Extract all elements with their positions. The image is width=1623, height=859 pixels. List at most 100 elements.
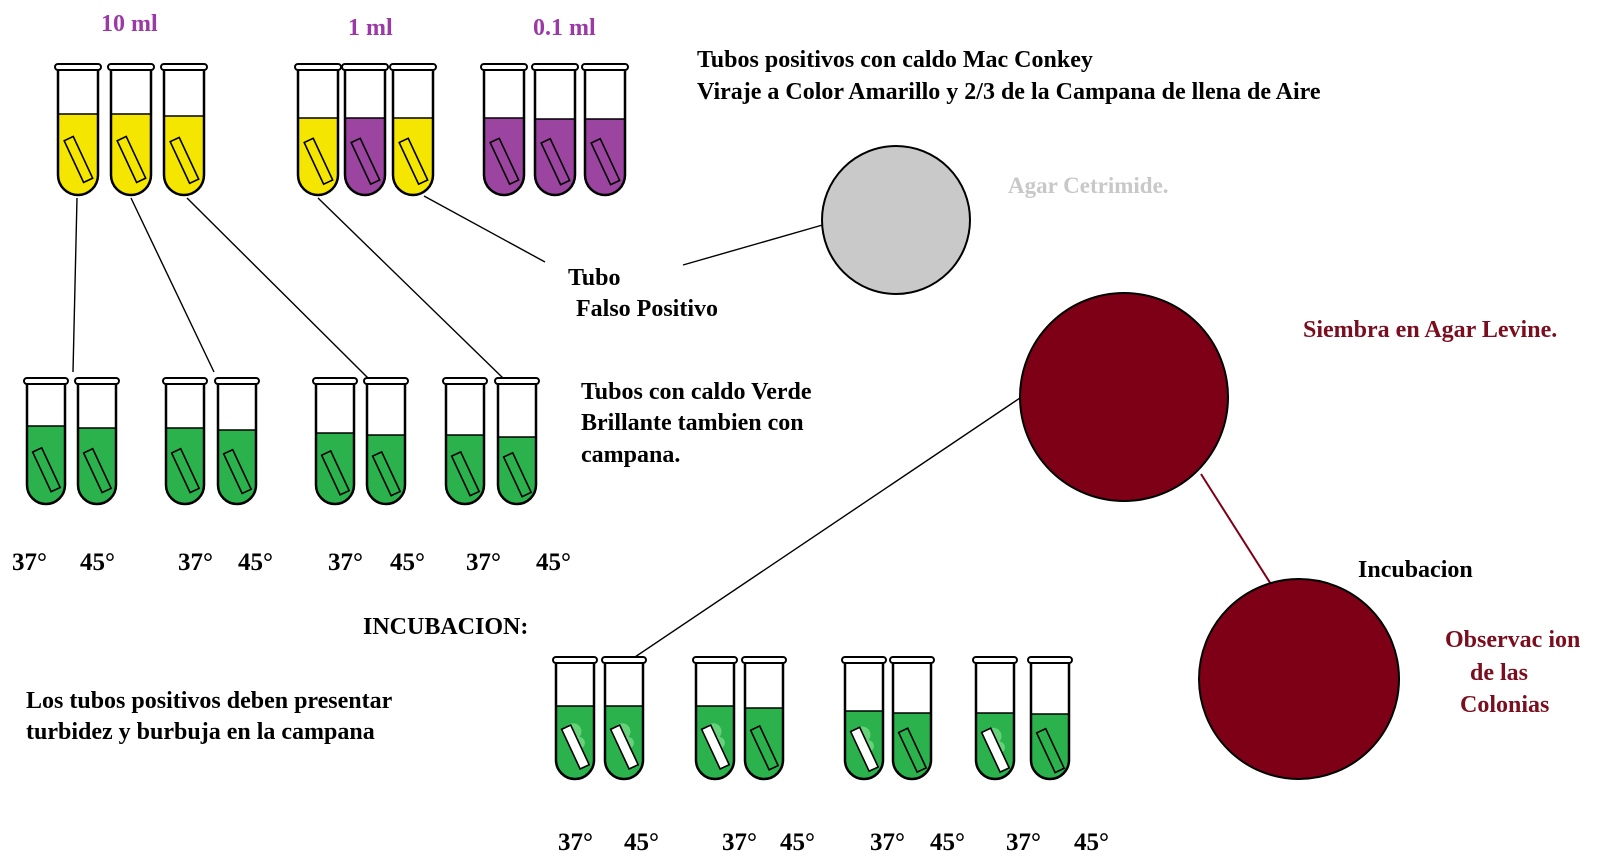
tube-liquid xyxy=(78,428,116,504)
tube-outline xyxy=(365,382,407,506)
durham-tube xyxy=(82,447,113,494)
tube-rim xyxy=(480,63,528,71)
tube-outline xyxy=(56,68,100,197)
tube-outline xyxy=(164,382,206,506)
test-tube xyxy=(531,63,579,197)
temp-label: 37° xyxy=(558,829,593,856)
tube-rim xyxy=(741,656,787,664)
petri-plates xyxy=(821,145,1400,780)
durham-tube xyxy=(116,135,147,184)
temp-label: 37° xyxy=(466,549,501,576)
durham-tube xyxy=(849,726,880,773)
durham-tube xyxy=(170,447,201,494)
tube-outline xyxy=(109,68,153,197)
temp-label: 37° xyxy=(178,549,213,576)
tube-outline xyxy=(974,661,1016,781)
temp-label: 37° xyxy=(328,549,363,576)
tube-liquid xyxy=(218,430,256,504)
test-tubes xyxy=(23,63,1073,781)
tube-liquid xyxy=(27,426,65,504)
connector-line xyxy=(317,197,506,381)
connector-lines xyxy=(72,195,1275,660)
temp-label: 45° xyxy=(624,829,659,856)
tube-outline xyxy=(533,68,577,197)
tube-outline xyxy=(1029,661,1071,781)
tube-rim xyxy=(552,656,598,664)
tube-outline xyxy=(583,68,627,197)
falso-positivo-line1: Tubo xyxy=(568,265,621,291)
connector-line xyxy=(186,197,369,379)
tube-liquid xyxy=(484,118,524,195)
temp-label: 37° xyxy=(870,829,905,856)
durham-tube xyxy=(489,137,520,186)
test-tube xyxy=(312,377,358,506)
durham-tube xyxy=(980,727,1011,774)
tube-outline xyxy=(391,68,435,197)
observacion-line1: Observac ion xyxy=(1445,627,1581,653)
tube-rim xyxy=(972,656,1018,664)
tube-outline xyxy=(496,382,538,506)
agar-cetrimide-label: Agar Cetrimide. xyxy=(1008,173,1169,198)
temp-label: 45° xyxy=(536,549,571,576)
header-01ml: 0.1 ml xyxy=(533,15,596,41)
tube-rim xyxy=(692,656,738,664)
tube-outline xyxy=(603,661,645,781)
test-tube xyxy=(741,656,787,781)
tube-outline xyxy=(162,68,206,197)
mac-conkey-line2: Viraje a Color Amarillo y 2/3 de la Camp… xyxy=(697,79,1321,105)
falso-positivo-line2: Falso Positivo xyxy=(570,296,718,322)
tube-rim xyxy=(494,377,540,385)
durham-tube xyxy=(560,724,591,770)
test-tube xyxy=(552,656,598,781)
tube-rim xyxy=(1027,656,1073,664)
observacion-line2: de las xyxy=(1470,660,1529,686)
test-tube xyxy=(54,63,102,197)
temp-label: 37° xyxy=(722,829,757,856)
tube-rim xyxy=(162,377,208,385)
test-tube xyxy=(442,377,488,506)
test-tube xyxy=(494,377,540,506)
tube-liquid xyxy=(111,114,151,195)
tube-rim xyxy=(841,656,887,664)
tube-rim xyxy=(74,377,120,385)
incubacion-title: INCUBACION: xyxy=(363,614,529,640)
positivos-line2: turbidez y burbuja en la campana xyxy=(26,719,375,745)
temp-label: 37° xyxy=(12,549,47,576)
verde-line1: Tubos con caldo Verde xyxy=(581,379,812,405)
durham-tube xyxy=(320,449,351,496)
test-tube xyxy=(581,63,629,197)
test-tube xyxy=(160,63,208,197)
test-tube xyxy=(363,377,409,506)
tube-liquid xyxy=(164,116,204,195)
tube-outline xyxy=(25,382,67,506)
tube-outline xyxy=(482,68,526,197)
temp-label: 45° xyxy=(80,549,115,576)
tube-liquid xyxy=(166,428,204,504)
tube-liquid xyxy=(345,118,385,195)
test-tube xyxy=(294,63,342,197)
tube-rim xyxy=(389,63,437,71)
temp-label: 45° xyxy=(930,829,965,856)
temp-label: 37° xyxy=(1006,829,1041,856)
tube-outline xyxy=(694,661,736,781)
durham-tube xyxy=(222,448,253,495)
tube-outline xyxy=(314,382,356,506)
tube-rim xyxy=(54,63,102,71)
durham-tube xyxy=(590,137,621,186)
incubation-connector xyxy=(1200,473,1275,590)
temp-label: 45° xyxy=(780,829,815,856)
test-tube xyxy=(1027,656,1073,781)
tube-rim xyxy=(601,656,647,664)
tube-outline xyxy=(76,382,118,506)
test-tube xyxy=(74,377,120,506)
test-tube xyxy=(389,63,437,197)
test-tube xyxy=(889,656,935,781)
tube-liquid xyxy=(535,119,575,195)
tube-rim xyxy=(107,63,155,71)
test-tube xyxy=(692,656,738,781)
durham-tube xyxy=(749,724,780,771)
header-1ml: 1 ml xyxy=(348,15,393,41)
connector-line xyxy=(130,197,215,373)
test-tube xyxy=(841,656,887,781)
